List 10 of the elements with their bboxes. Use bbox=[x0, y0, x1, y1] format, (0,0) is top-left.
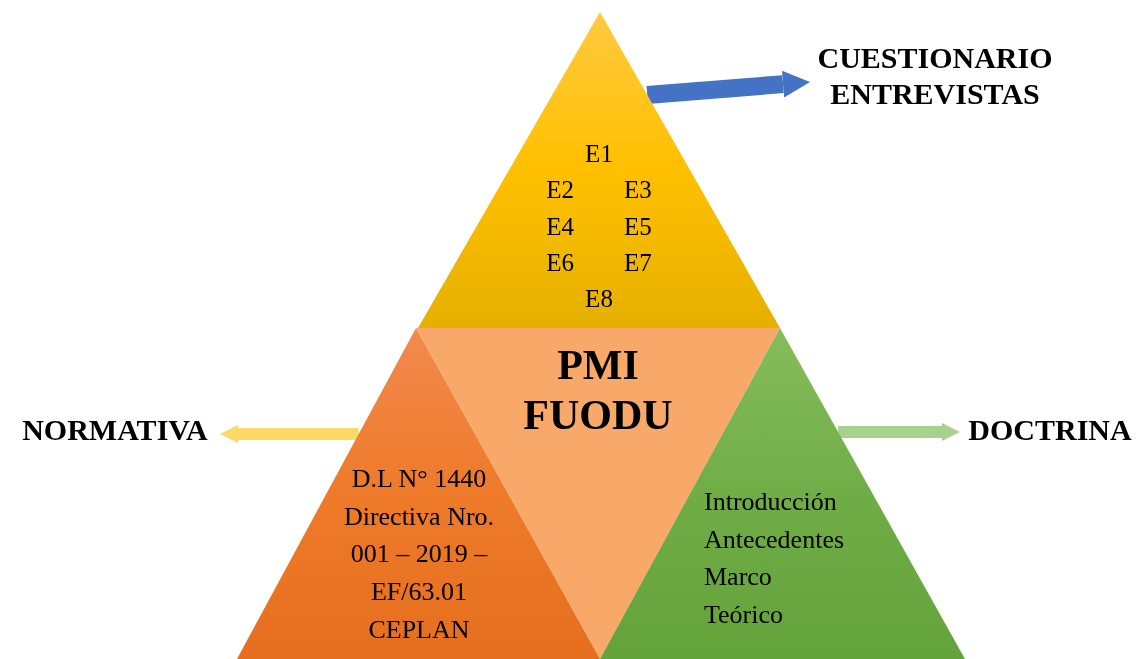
body-text: Introducción Antecedentes Marco Teórico bbox=[704, 486, 846, 632]
body-text: D.L N° 1440 Directiva Nro. 001 – 2019 – EF/63.01 CEPLAN bbox=[342, 463, 496, 646]
block-arrow bbox=[646, 70, 810, 104]
body-text: E1 E2 E3 E4 E5 E6 E7 E8 bbox=[545, 139, 653, 314]
heading-text: CUESTIONARIO ENTREVISTAS bbox=[816, 40, 1054, 112]
block-arrow bbox=[838, 423, 960, 441]
title-text: PMI FUODU bbox=[522, 341, 674, 441]
heading-text: NORMATIVA bbox=[21, 412, 209, 448]
heading-text: DOCTRINA bbox=[967, 412, 1133, 448]
block-arrow bbox=[220, 425, 359, 443]
